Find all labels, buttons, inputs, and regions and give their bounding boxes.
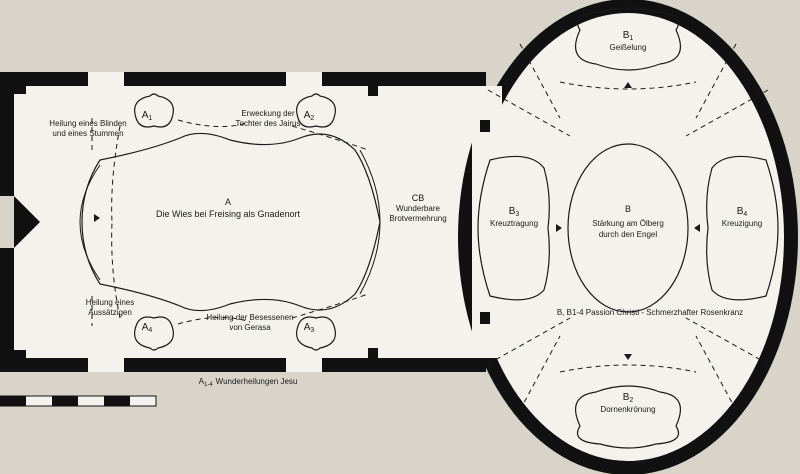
view-arrow-icon [694,224,700,232]
fresco-field-B [567,143,689,313]
field-B4-label: B4 [737,206,748,218]
field-B1-title: Geißelung [610,43,647,52]
medallion-A4 [134,316,174,351]
field-B3-title: Kreuztragung [490,219,538,228]
choir-legend: B, B1-4 Passion Christi - Schmerzhafter … [557,308,743,317]
caption-A4-line2: Aussätzigen [88,308,132,317]
choir-walls [458,0,798,474]
nave-walls [0,72,486,372]
fresco-field-B1 [575,7,681,71]
caption-A4-line1: Heilung eines [86,298,134,307]
view-arrow-icon [624,82,632,88]
medallion-A2 [296,93,336,128]
caption-A2-line1: Erweckung der [241,109,295,118]
field-A-title: Die Wies bei Freising als Gnadenort [156,209,301,219]
caption-A2-line2: Tochter des Jairus [236,119,301,128]
entrance-arrow-icon [14,196,40,248]
field-B2-label: B2 [623,392,634,404]
medallion-A1-label: A1 [142,110,153,122]
caption-A3-line2: von Gerasa [229,323,271,332]
field-B-line2: durch den Engel [599,230,657,239]
field-B1-label: B1 [623,30,634,42]
field-A-letter: A [225,197,231,207]
fresco-field-A [81,132,381,312]
choir-arch-code: CB [412,193,425,203]
field-B-line1: Stärkung am Ölberg [592,219,664,228]
field-B-letter: B [625,204,631,214]
viewing-direction-markers [94,82,700,360]
fresco-field-B4 [706,155,779,301]
caption-A1-line1: Heilung eines Blinden [49,119,126,128]
choir-labels: B Stärkung am Ölberg durch den Engel B1 … [490,30,762,414]
view-arrow-icon [556,224,562,232]
view-arrow-icon [624,354,632,360]
nave-labels: A Die Wies bei Freising als Gnadenort A1… [49,109,314,388]
field-B4-title: Kreuzigung [722,219,762,228]
medallion-A1 [134,93,174,128]
caption-A1-line2: und eines Stummen [52,129,123,138]
fresco-field-B3 [477,155,550,301]
field-B2-title: Dornenkrönung [600,405,655,414]
fresco-field-B2 [575,385,681,449]
medallion-A2-label: A2 [304,110,315,122]
choir-arch-line1: Wunderbare [396,204,440,213]
view-arrow-icon [94,214,100,222]
medallion-A3 [296,316,336,351]
choir-arch-line2: Brotvermehrung [389,214,446,223]
medallion-A4-label: A4 [142,322,153,334]
caption-A3-line1: Heilung der Besessenen [206,313,293,322]
scale-bar [0,395,157,407]
medallion-A3-label: A3 [304,322,315,334]
choir-arch-labels: CB Wunderbare Brotvermehrung [389,193,446,223]
field-B3-label: B3 [509,206,520,218]
